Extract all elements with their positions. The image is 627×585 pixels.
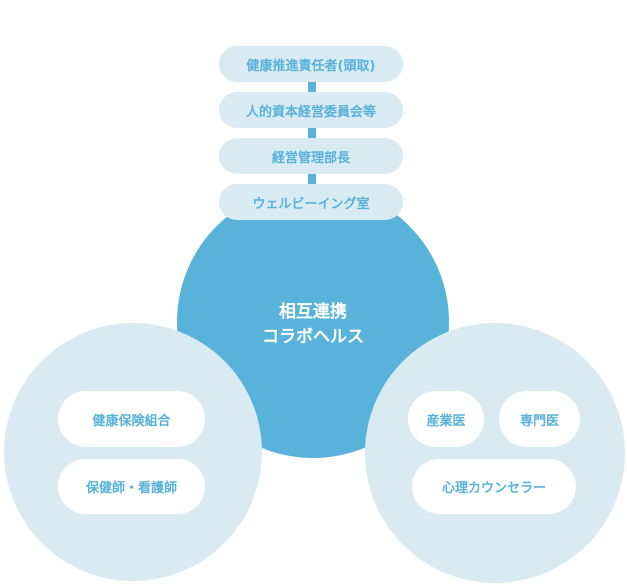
left-circle <box>4 323 262 581</box>
center-label-line2: コラボヘルス <box>262 327 364 347</box>
right-item: 専門医 <box>499 391 580 447</box>
hierarchy-item: ウェルビーイング室 <box>219 184 403 220</box>
left-item: 健康保険組合 <box>58 391 205 447</box>
right-item: 心理カウンセラー <box>412 459 576 514</box>
right-circle <box>365 323 625 583</box>
right-item: 産業医 <box>408 391 484 447</box>
left-item: 保健師・看護師 <box>58 459 205 514</box>
center-label-line1: 相互連携 <box>279 302 347 322</box>
hierarchy-item: 人的資本経営委員会等 <box>219 92 403 128</box>
hierarchy-item: 健康推進責任者(頭取) <box>219 46 403 82</box>
hierarchy-item: 経営管理部長 <box>219 138 403 174</box>
connector <box>308 82 316 92</box>
center-label: 相互連携 コラボヘルス <box>213 300 413 350</box>
connector <box>308 174 316 184</box>
connector <box>308 128 316 138</box>
